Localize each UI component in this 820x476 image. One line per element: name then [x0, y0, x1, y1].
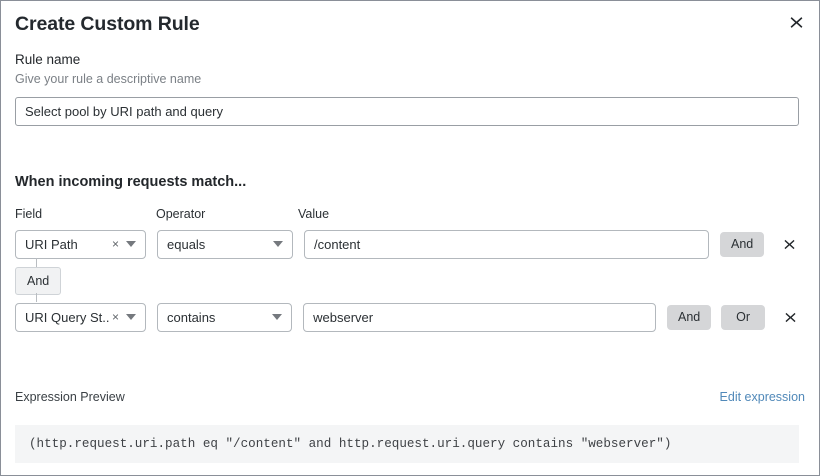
clear-icon[interactable]: × [111, 237, 119, 251]
operator-select-2[interactable]: contains [157, 302, 293, 332]
edit-expression-link[interactable]: Edit expression [719, 390, 805, 404]
value-input-2[interactable] [303, 302, 656, 332]
condition-row: URI Query St... × contains And Or [15, 302, 799, 332]
column-label-field: Field [15, 207, 43, 221]
expression-preview-label: Expression Preview [15, 390, 125, 404]
chevron-down-icon [272, 314, 283, 320]
value-input-1[interactable] [304, 229, 709, 259]
expression-preview-box: (http.request.uri.path eq "/content" and… [15, 425, 799, 463]
logic-and-button-1[interactable]: And [720, 231, 765, 257]
dialog-header: Create Custom Rule [15, 9, 805, 41]
field-select-1-value: URI Path [25, 236, 78, 252]
field-select-2[interactable]: URI Query St... × [15, 302, 146, 332]
rule-name-help-text: Give your rule a descriptive name [15, 72, 202, 86]
logic-and-button-2[interactable]: And [667, 304, 712, 330]
rule-name-input[interactable] [15, 97, 799, 126]
delete-row-icon-2[interactable] [781, 308, 799, 326]
column-label-value: Value [298, 207, 330, 221]
chevron-down-icon [273, 241, 283, 247]
column-label-operator: Operator [156, 207, 206, 221]
operator-select-1-value: equals [167, 236, 206, 252]
chevron-down-icon [126, 314, 136, 320]
clear-icon[interactable]: × [111, 310, 119, 324]
rule-name-block: Rule name Give your rule a descriptive n… [15, 51, 799, 126]
chevron-down-icon [126, 241, 136, 247]
row-connector: And [15, 258, 135, 304]
rule-name-label: Rule name [15, 52, 81, 67]
condition-column-labels: Field Operator Value [15, 207, 799, 225]
delete-row-icon-1[interactable] [780, 235, 798, 253]
operator-select-2-value: contains [167, 309, 216, 325]
connector-line-top [36, 258, 37, 267]
matching-section-title: When incoming requests match... [15, 174, 247, 190]
operator-select-1[interactable]: equals [157, 229, 293, 259]
field-select-1[interactable]: URI Path × [15, 229, 146, 259]
connector-line-bottom [36, 293, 37, 302]
field-select-2-value: URI Query St... [25, 309, 109, 325]
condition-row: URI Path × equals And [15, 229, 799, 259]
expression-preview-code: (http.request.uri.path eq "/content" and… [29, 437, 672, 451]
page-title: Create Custom Rule [15, 13, 200, 35]
close-icon[interactable] [785, 11, 807, 33]
connector-and-chip[interactable]: And [15, 267, 62, 295]
logic-or-button-2[interactable]: Or [721, 304, 766, 330]
